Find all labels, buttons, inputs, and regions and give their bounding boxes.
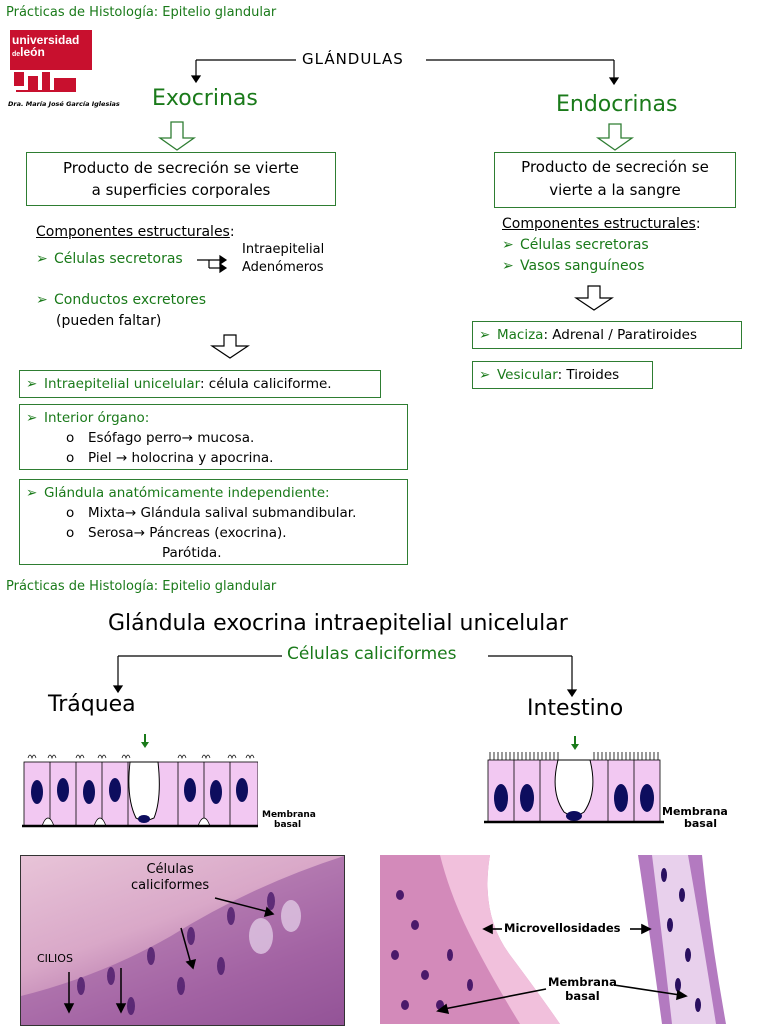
traquea-title: Tráquea [48,692,136,717]
endo-def-line1: Producto de secreción se [521,158,709,176]
university-logo: universidad deleón [10,30,92,98]
bullet-arrow-icon: ➢ [26,376,38,392]
intestino-title: Intestino [527,696,624,721]
maciza-box: ➢Maciza: Adrenal / Paratiroides [472,321,742,349]
bottom-subtitle: Células caliciformes [287,644,457,664]
bullet-arrow-icon: ➢ [26,485,38,501]
histology-texture-icon [21,856,344,1025]
exo-components-heading: Componentes estructurales: [36,224,235,240]
endocrinas-definition-box: Producto de secreción se vierte a la san… [494,152,736,208]
bullet-arrow-icon: ➢ [36,292,48,308]
bullet-arrow-icon: ➢ [26,410,38,426]
glandula-independiente-box: ➢Glándula anatómicamente independiente: … [19,479,408,565]
traquea-epithelium-diagram [22,734,258,828]
bullet-arrow-icon: ➢ [479,367,491,383]
exocrinas-definition-box: Producto de secreción se vierte a superf… [26,152,336,206]
exo-def-line1: Producto de secreción se vierte [62,159,299,177]
photo1-arrows [63,897,275,1014]
photo2-arrows [436,923,688,1015]
exo-def-line2: a superficies corporales [91,181,271,199]
logo-text-3: león [20,45,45,59]
photo-microvellosidades-label: Microvellosidades [504,921,621,935]
bullet-arrow-icon: ➢ [479,327,491,343]
exo-conductos: ➢Conductos excretores [36,292,207,308]
endocrinas-title: Endocrinas [556,92,678,117]
logo-text-1: universidad [12,33,80,47]
exo-intraepitelial: Intraepitelial [242,242,325,257]
endo-components-heading: Componentes estructurales: [502,216,701,232]
bullet-arrow-icon: ➢ [36,251,48,267]
exo-celulas-secretoras: ➢Células secretoras [36,251,183,267]
page-header: Prácticas de Histología: Epitelio glandu… [6,5,277,20]
endo-vasos: ➢Vasos sanguíneos [502,258,645,274]
endo-def-line2: vierte a la sangre [549,181,681,199]
bullet-arrow-icon: ➢ [502,237,514,253]
exocrinas-title: Exocrinas [152,86,258,111]
bottom-connector-lines [112,655,578,698]
author-name: Dra. María José García Iglesias [8,100,120,108]
bottom-title: Glándula exocrina intraepitelial unicelu… [108,611,568,636]
page-header-2: Prácticas de Histología: Epitelio glandu… [6,579,277,594]
logo-text-2: de [12,51,21,58]
exo-conductos-note: (pueden faltar) [56,313,162,329]
photo-cilios-label: CILIOS [37,952,73,965]
glandulas-root: GLÁNDULAS [302,50,404,68]
top-connector-lines [157,59,635,359]
endo-celulas-secretoras: ➢Células secretoras [502,237,649,253]
exo-adenomeros: Adenómeros [242,260,324,275]
intestino-epithelium-diagram [484,736,664,824]
vesicular-box: ➢Vesicular: Tiroides [472,361,653,389]
bullet-arrow-icon: ➢ [502,258,514,274]
intraepitelial-unicelular-box: ➢Intraepitelial unicelular: célula calic… [19,370,381,398]
histology-texture-icon [380,855,726,1024]
logo-graphic-icon [14,72,76,92]
